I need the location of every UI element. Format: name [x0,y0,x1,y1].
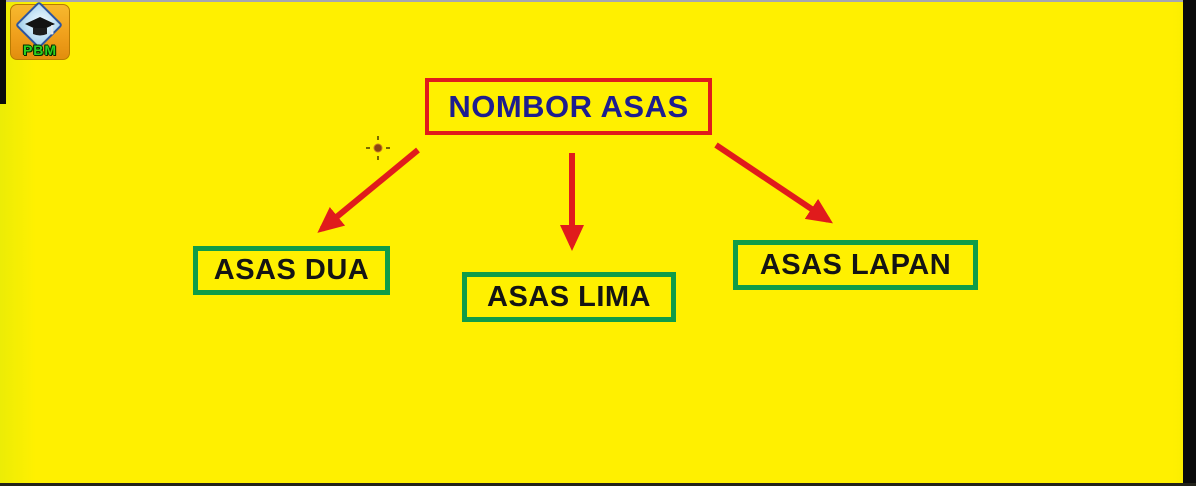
node-nombor-asas-label: NOMBOR ASAS [448,88,689,124]
node-nombor-asas: NOMBOR ASAS [425,78,712,135]
node-asas-lima-label: ASAS LIMA [487,280,651,313]
arrow-to-asas-lapan [714,142,833,224]
arrow-to-asas-dua [317,147,420,233]
node-asas-dua: ASAS DUA [193,246,390,295]
pbm-logo: PBM [10,0,70,60]
node-asas-dua-label: ASAS DUA [213,254,370,286]
top-edge-line [0,0,1196,2]
bottom-edge-line [0,483,1196,486]
node-asas-lapan: ASAS LAPAN [733,240,978,290]
cursor-sparkle-icon [366,136,390,160]
graduation-cap-icon [25,17,55,36]
left-edge-bar [0,0,6,104]
node-asas-lima: ASAS LIMA [462,272,676,322]
logo-text: PBM [22,42,58,58]
node-asas-lapan-label: ASAS LAPAN [759,248,952,281]
right-edge-bar [1183,0,1196,486]
